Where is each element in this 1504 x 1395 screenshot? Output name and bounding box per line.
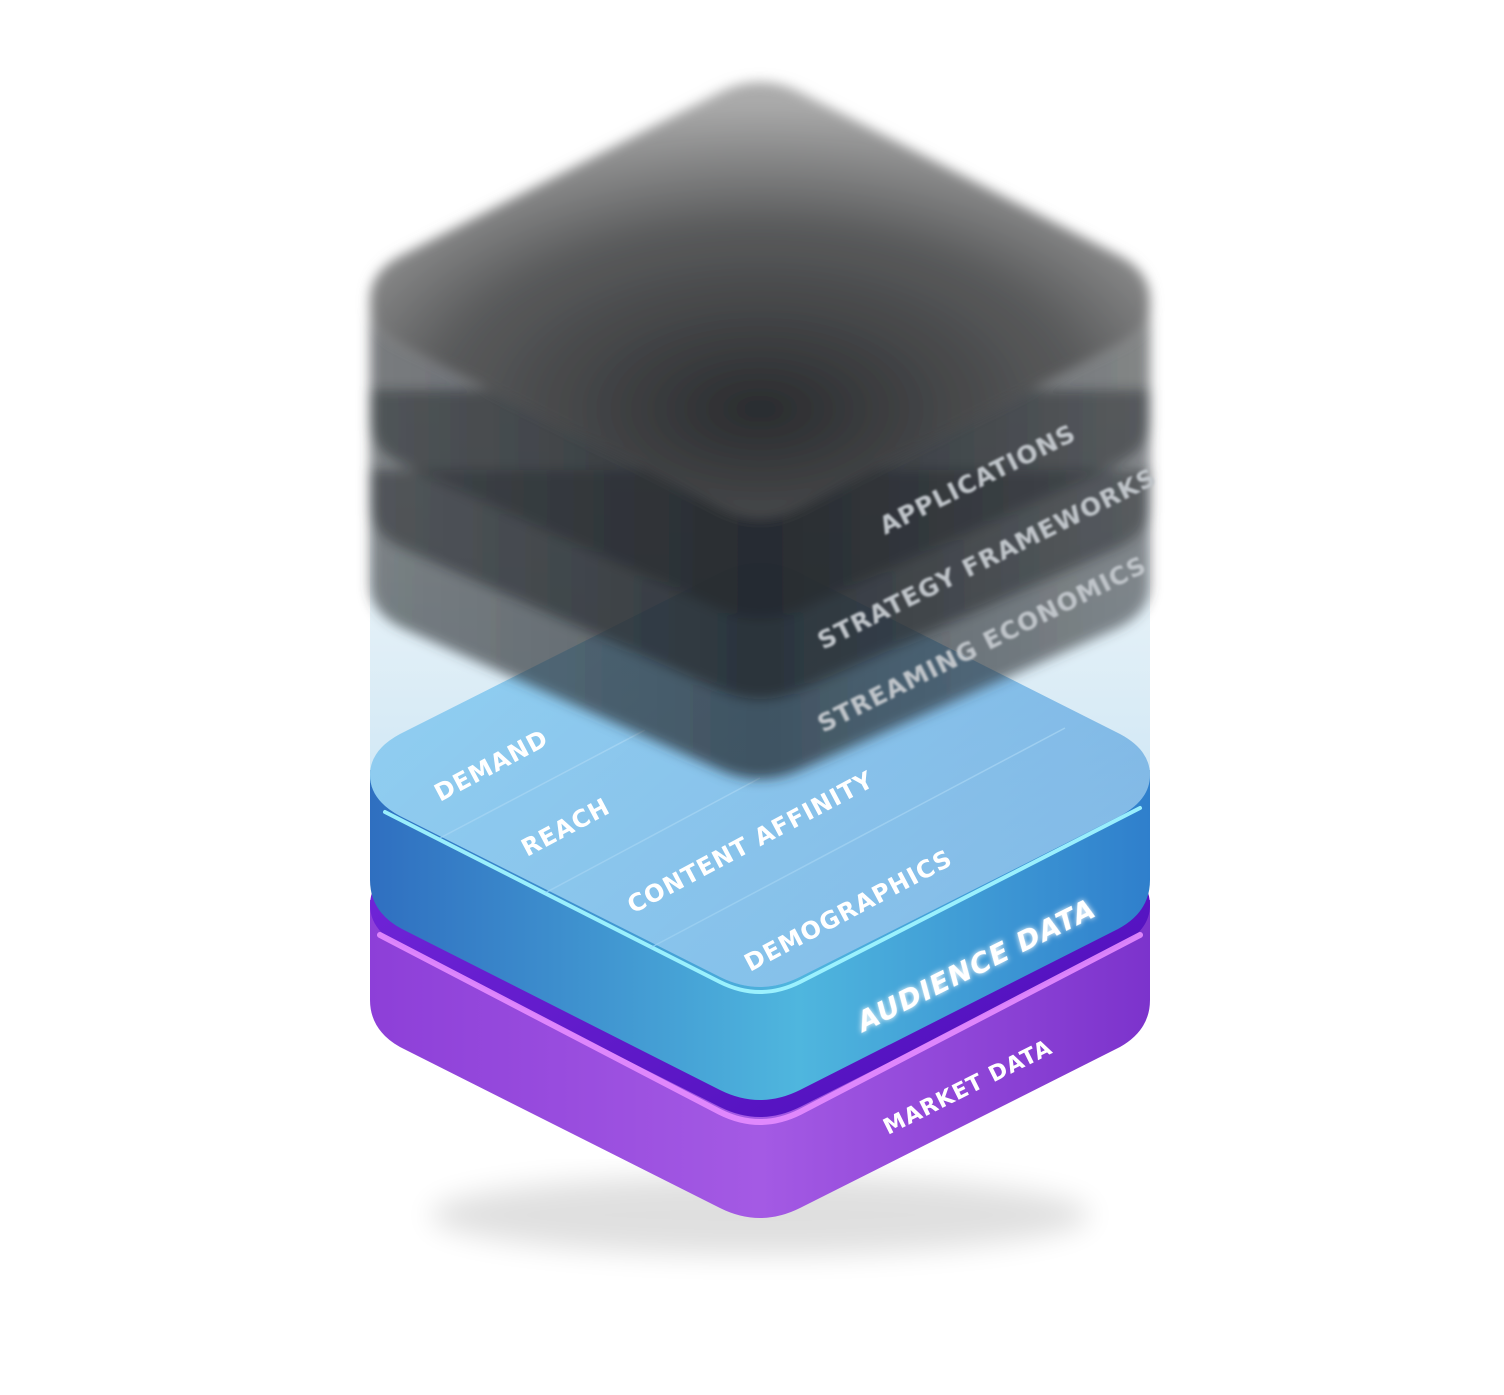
- applications-top: [370, 82, 1150, 518]
- audience-data-edge-glow: [383, 806, 1142, 994]
- market-data-edge-glow: [377, 932, 1143, 1125]
- upper-layers-blurred: [370, 82, 1150, 779]
